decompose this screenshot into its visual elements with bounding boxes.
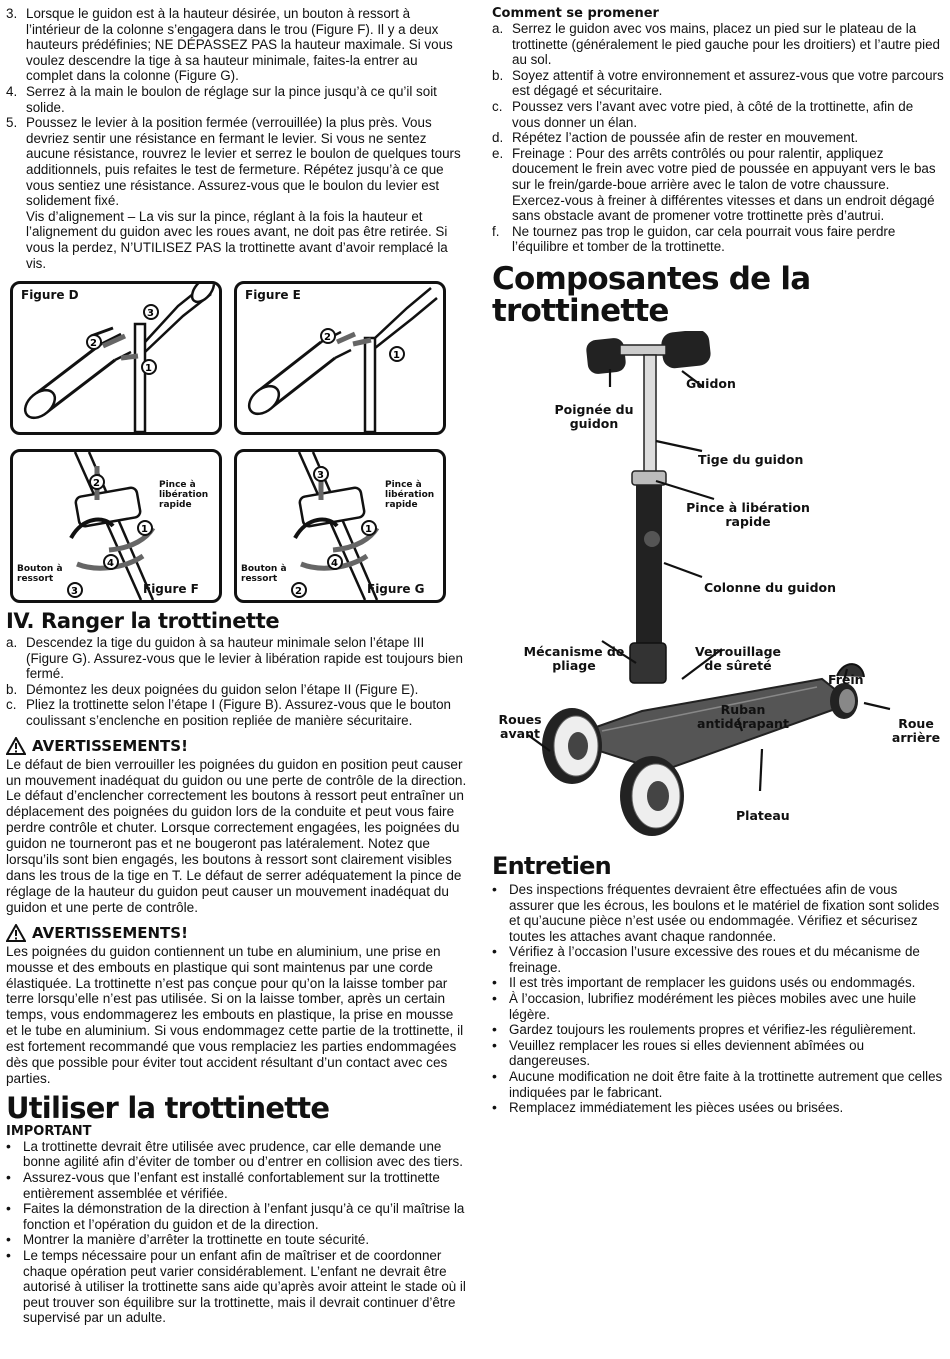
utiliser-list: •La trottinette devrait être utilisée av… xyxy=(6,1137,468,1326)
figure-g-pince-label: Pince à libération rapide xyxy=(385,480,435,511)
left-column: 3. Lorsque le guidon est à la hauteur dé… xyxy=(6,6,468,1326)
step-text: Poussez le levier à la position fermée (… xyxy=(26,115,461,209)
step-label: 3. xyxy=(6,6,18,21)
figure-g-num-1: 1 xyxy=(365,524,372,535)
warning1-text: Le défaut de bien verrouiller les poigné… xyxy=(6,756,467,915)
figure-f-num-2: 2 xyxy=(93,478,100,489)
promener-heading: Comment se promener xyxy=(492,6,659,21)
figure-e-num-2: 2 xyxy=(324,332,331,343)
list-item: •La trottinette devrait être utilisée av… xyxy=(6,1137,463,1170)
list-item: •Remplacez immédiatement les pièces usée… xyxy=(492,1099,844,1116)
list-item: •Assurez-vous que l’enfant est installé … xyxy=(6,1169,440,1201)
promener-item: e.Freinage : Pour des arrêts contrôlés o… xyxy=(492,145,936,224)
promener-item: d.Répétez l’action de poussée afin de re… xyxy=(492,130,859,146)
figure-f-bouton-label: Bouton à ressort xyxy=(17,564,63,585)
list-item: •Il est très important de remplacer les … xyxy=(492,974,916,991)
figure-f-pince-label: Pince à libération rapide xyxy=(159,480,209,511)
step-item: 5. Poussez le levier à la position fermé… xyxy=(6,115,468,209)
figure-g: 3 1 4 2 Pince à libération rapide Bouton… xyxy=(234,449,446,604)
composantes-heading: Composantes de la trottinette xyxy=(492,260,811,329)
step-text: Serrez à la main le boulon de réglage su… xyxy=(26,83,437,115)
figure-f-title: Figure F xyxy=(143,582,199,597)
figure-e-num-1: 1 xyxy=(393,350,400,361)
step-label: 5. xyxy=(6,115,18,131)
ranger-heading: IV. Ranger la trottinette xyxy=(6,609,280,634)
warning1-heading: AVERTISSEMENTS! xyxy=(6,736,468,755)
label-roue-arriere: Roue arrière xyxy=(891,715,941,745)
warning-triangle-icon xyxy=(6,736,26,755)
figure-d-num-2: 2 xyxy=(90,338,97,349)
label-frein: Frein xyxy=(828,671,864,687)
figure-f: 2 1 4 3 Pince à libération rapide Bouton… xyxy=(10,449,222,604)
label-verrouillage: Verrouillage de sûreté xyxy=(695,643,781,673)
figure-f-num-4: 4 xyxy=(107,558,114,569)
figure-g-bouton-label: Bouton à ressort xyxy=(241,564,287,585)
entretien-list: •Des inspections fréquentes devraient êt… xyxy=(492,880,944,1116)
right-column: Comment se promener a.Serrez le guidon a… xyxy=(492,6,944,1116)
figure-g-illustration: 3 1 4 2 xyxy=(291,452,380,601)
list-item: •Gardez toujours les roulements propres … xyxy=(492,1021,917,1038)
figure-e-illustration: 2 1 xyxy=(247,287,438,433)
promener-list: a.Serrez le guidon avec vos mains, place… xyxy=(492,21,944,255)
label-tige: Tige du guidon xyxy=(698,451,804,467)
figure-d-num-3: 3 xyxy=(147,308,154,319)
list-item: •Aucune modification ne doit être faite … xyxy=(492,1068,943,1100)
warning2-text: Les poignées du guidon contiennent un tu… xyxy=(6,943,464,1086)
figure-g-num-4: 4 xyxy=(331,558,338,569)
label-poignee: Poignée du guidon xyxy=(554,401,634,431)
label-roues-avant: Roues avant xyxy=(498,711,542,741)
list-item: •Faites la démonstration de la direction… xyxy=(6,1200,465,1232)
label-guidon: Guidon xyxy=(686,375,736,391)
list-item: •Des inspections fréquentes devraient êt… xyxy=(492,880,940,944)
ranger-list: a. Descendez la tige du guidon à sa haut… xyxy=(6,635,468,729)
figure-f-illustration: 2 1 4 3 xyxy=(67,452,156,601)
promener-item: b.Soyez attentif à votre environnement e… xyxy=(492,67,944,99)
step-item: 4. Serrez à la main le boulon de réglage… xyxy=(6,84,468,115)
figure-g-num-2: 2 xyxy=(295,586,302,597)
figure-e: 2 1 Figure E xyxy=(234,281,446,436)
step-label: 4. xyxy=(6,83,18,99)
promener-item: a.Serrez le guidon avec vos mains, place… xyxy=(492,21,941,68)
list-item: •Veuillez remplacer les roues si elles d… xyxy=(492,1036,865,1069)
label-colonne: Colonne du guidon xyxy=(704,579,837,595)
steps-top: 3. Lorsque le guidon est à la hauteur dé… xyxy=(6,6,468,271)
ranger-item: c. Pliez la trottinette selon l’étape I … xyxy=(6,697,452,729)
figure-f-num-1: 1 xyxy=(141,524,148,535)
promener-item: f.Ne tournez pas trop le guidon, car cel… xyxy=(492,223,896,255)
promener-item: c.Poussez vers l’avant avec votre pied, … xyxy=(492,98,914,130)
utiliser-heading: Utiliser la trottinette xyxy=(6,1090,330,1125)
list-item: •Vérifiez à l’occasion l’usure excessive… xyxy=(492,943,920,975)
figure-g-num-3: 3 xyxy=(317,470,324,481)
warning-triangle-icon xyxy=(6,923,26,942)
figure-d-num-1: 1 xyxy=(145,363,152,374)
figure-e-title: Figure E xyxy=(245,288,301,303)
warning2-heading: AVERTISSEMENTS! xyxy=(6,923,468,942)
list-item: •À l’occasion, lubrifiez modérément les … xyxy=(492,990,917,1022)
figure-f-num-3: 3 xyxy=(71,586,78,597)
figure-d-illustration: 3 1 2 xyxy=(23,284,216,433)
step-text: Lorsque le guidon est à la hauteur désir… xyxy=(26,6,453,84)
ranger-item: b. Démontez les deux poignées du guidon … xyxy=(6,681,419,697)
figure-d-title: Figure D xyxy=(21,288,79,303)
list-item: •Le temps nécessaire pour un enfant afin… xyxy=(6,1247,466,1326)
step-item: 3. Lorsque le guidon est à la hauteur dé… xyxy=(6,6,468,84)
label-ruban: Ruban antidérapant xyxy=(697,701,789,731)
label-plateau: Plateau xyxy=(736,807,790,823)
list-item: •Montrer la manière d’arrêter la trottin… xyxy=(6,1231,370,1248)
entretien-heading: Entretien xyxy=(492,851,612,880)
alignment-note: Vis d’alignement – La vis sur la pince, … xyxy=(26,208,448,271)
label-mecanisme: Mécanisme de pliage xyxy=(523,643,625,673)
utiliser-subtitle: IMPORTANT xyxy=(6,1123,92,1139)
figures-grid: 3 1 2 Figure D xyxy=(10,281,468,604)
scooter-diagram: Guidon Poignée du guidon Tige du guidon … xyxy=(492,330,944,851)
figure-g-title: Figure G xyxy=(367,582,425,597)
ranger-item: a. Descendez la tige du guidon à sa haut… xyxy=(6,635,463,682)
label-pince: Pince à libération rapide xyxy=(686,499,810,529)
figure-d: 3 1 2 Figure D xyxy=(10,281,222,436)
scooter-illustration xyxy=(527,330,891,836)
